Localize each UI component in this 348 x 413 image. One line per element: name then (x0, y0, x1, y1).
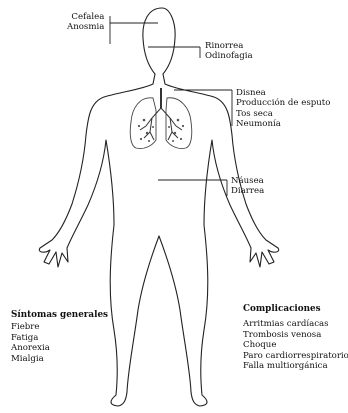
complications-title: Complicaciones (243, 304, 348, 314)
chest-labels: Disnea Producción de esputo Tos seca Neu… (236, 88, 330, 130)
symptom-label: Náusea (231, 176, 264, 186)
head-right-labels: Rinorrea Odinofagia (205, 41, 253, 62)
general-symptom-item: Mialgia (11, 354, 108, 364)
complication-item: Falla multiorgánica (243, 361, 348, 371)
symptom-label: Anosmia (67, 22, 104, 32)
complications-block: Complicaciones Arritmias cardíacas Tromb… (243, 304, 348, 371)
head-left-labels: Cefalea Anosmia (67, 12, 104, 33)
abdomen-labels: Náusea Diarrea (231, 176, 264, 197)
symptom-label: Rinorrea (205, 41, 253, 51)
symptom-label: Cefalea (67, 12, 104, 22)
leader-chest (174, 90, 232, 126)
complication-item: Trombosis venosa (243, 330, 348, 340)
symptom-label: Producción de esputo (236, 98, 330, 108)
general-symptoms-title: Síntomas generales (11, 310, 108, 320)
complication-item: Choque (243, 340, 348, 350)
leader-head-left (110, 16, 158, 44)
bronchi-texture (138, 119, 184, 142)
general-symptom-item: Fiebre (11, 322, 108, 332)
symptom-label: Neumonía (236, 119, 330, 129)
general-symptoms-block: Síntomas generales Fiebre Fatiga Anorexi… (11, 310, 108, 364)
symptom-label: Tos seca (236, 109, 330, 119)
leader-abdomen (158, 180, 227, 196)
general-symptom-item: Anorexia (11, 343, 108, 353)
symptom-label: Disnea (236, 88, 330, 98)
symptom-label: Odinofagia (205, 51, 253, 61)
complication-item: Arritmias cardíacas (243, 319, 348, 329)
symptom-label: Diarrea (231, 186, 264, 196)
general-symptom-item: Fatiga (11, 333, 108, 343)
complication-item: Paro cardiorrespiratorio (243, 351, 348, 361)
